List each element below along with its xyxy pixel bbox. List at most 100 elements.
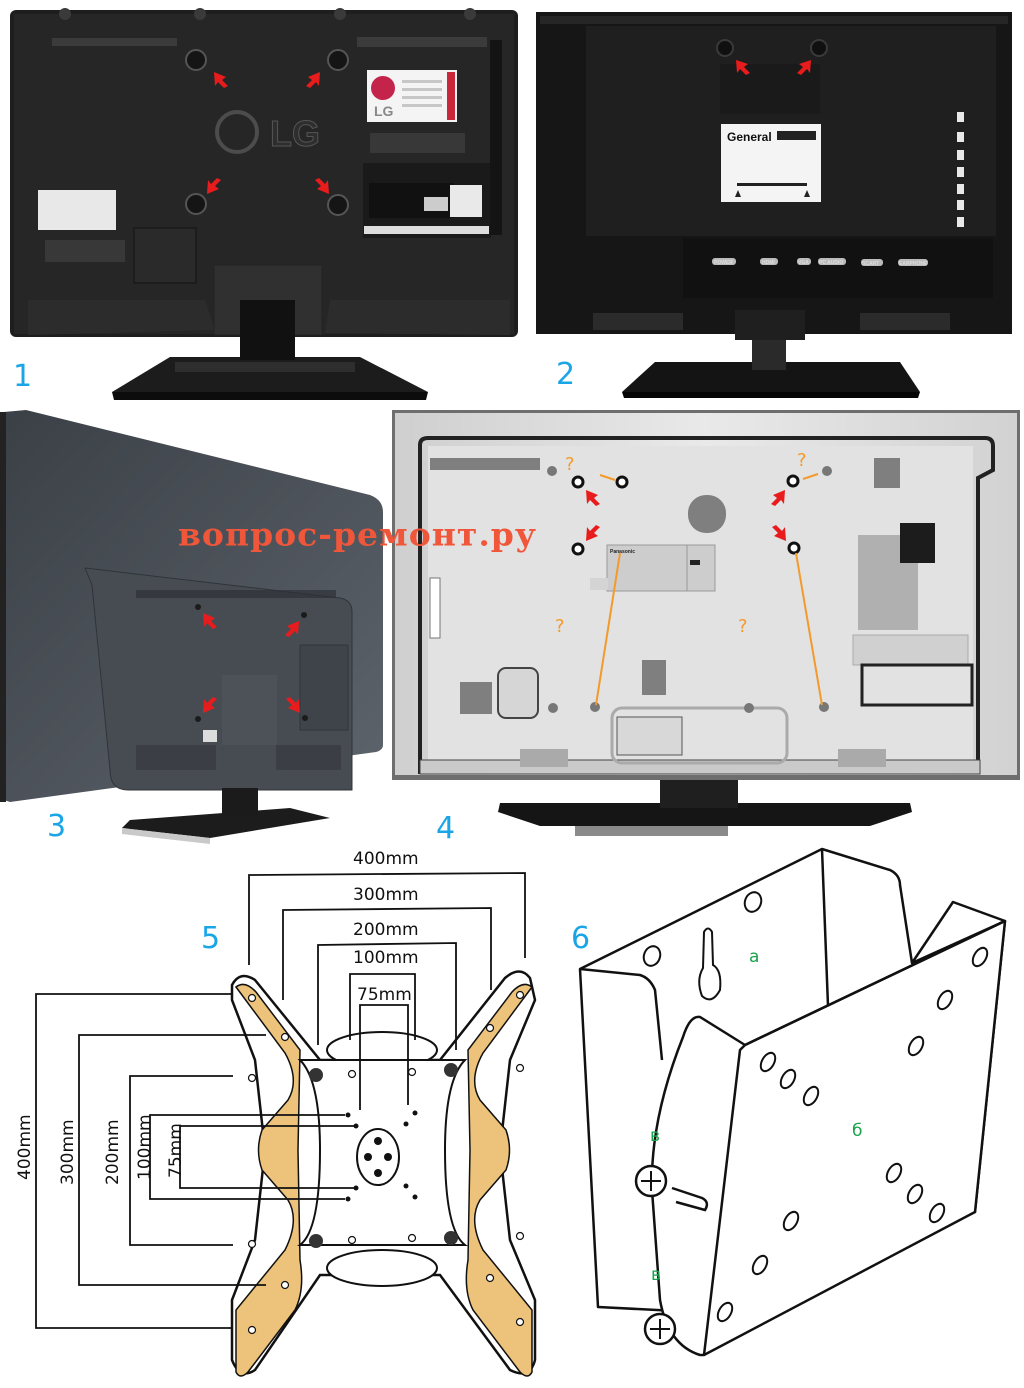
arrow-icon <box>214 72 228 88</box>
panel-4-panasonic-tv: Panasonic ? ? ? ? <box>392 410 1020 836</box>
svg-text:LG: LG <box>270 113 320 154</box>
port-panel <box>683 238 993 298</box>
svg-text:SCART: SCART <box>862 261 879 267</box>
vesa-holes <box>195 604 308 722</box>
vertical-dimension-lines <box>35 993 355 1329</box>
dim-h-300: 300mm <box>353 885 419 905</box>
dim-v-75: 75mm <box>166 1123 186 1178</box>
arrow-icon <box>306 72 320 88</box>
svg-text:Panasonic: Panasonic <box>610 549 635 555</box>
mount-hole <box>185 193 207 215</box>
alt-mount-hole <box>548 703 558 713</box>
tilt-knobs <box>634 1164 709 1346</box>
mount-hole <box>301 612 307 618</box>
site-watermark: вопрос-ремонт.ру <box>178 515 538 554</box>
mount-hole <box>716 39 734 57</box>
part-label-v-upper: в <box>650 1126 660 1146</box>
svg-text:VGA: VGA <box>798 260 809 266</box>
question-mark: ? <box>565 454 575 475</box>
panel-number-5: 5 <box>201 921 221 956</box>
mount-hole <box>810 39 828 57</box>
tv-stand-base <box>498 803 912 826</box>
lg-embossed-logo: LG <box>215 110 321 155</box>
tv-stand-neck <box>222 788 258 816</box>
mount-hole <box>571 542 585 556</box>
mount-hole <box>786 474 800 488</box>
pivot-disc <box>356 1128 400 1186</box>
horizontal-dimension-labels: 400mm 300mm 200mm 100mm 75mm <box>353 849 419 1005</box>
panel-number-1: 1 <box>13 359 33 394</box>
plate-arm-right <box>465 983 534 1377</box>
dim-v-100: 100mm <box>135 1114 155 1180</box>
mount-hole <box>787 541 801 555</box>
mount-hole <box>302 715 308 721</box>
alt-mount-hole <box>822 466 832 476</box>
tv-stand-base <box>122 808 330 838</box>
panel-number-3: 3 <box>47 809 67 844</box>
part-labels: а б в в <box>650 947 862 1285</box>
dim-v-300: 300mm <box>58 1119 78 1185</box>
svg-text:PC AUDIO: PC AUDIO <box>819 260 843 266</box>
arrow-icon <box>207 178 221 194</box>
mount-hole <box>195 716 201 722</box>
panasonic-rating-label: Panasonic <box>590 544 716 592</box>
mount-hole <box>327 194 349 216</box>
svg-text:HDMI: HDMI <box>762 260 775 266</box>
arrow-icon <box>203 697 217 713</box>
svg-text:EARPHONE: EARPHONE <box>899 261 928 267</box>
red-arrows <box>203 613 300 713</box>
arrow-icon <box>586 490 600 506</box>
port-labels: POWER HDMI VGA PC AUDIO SCART EARPHONE <box>712 258 928 267</box>
panel-number-6: 6 <box>571 921 591 956</box>
dim-v-400: 400mm <box>15 1114 35 1180</box>
question-mark: ? <box>555 616 565 637</box>
mount-hole <box>195 604 201 610</box>
alt-mount-hole <box>590 702 600 712</box>
panel-1-lg-tv: LG LG <box>10 8 518 400</box>
lg-energy-sticker: LG <box>367 70 457 122</box>
vesa-holes <box>185 49 349 216</box>
panel-2-general-tv: General POWER HDMI VGA PC AUDIO SCART EA… <box>536 12 1012 398</box>
dim-h-100: 100mm <box>353 948 419 968</box>
panel-number-2: 2 <box>556 357 576 392</box>
arrow-icon <box>586 525 600 541</box>
alt-mount-hole <box>547 466 557 476</box>
arrow-icon <box>736 60 750 75</box>
arrow-icon <box>771 490 785 506</box>
arrow-icon <box>315 178 329 194</box>
vesa-holes <box>547 466 832 713</box>
dim-h-75: 75mm <box>357 985 412 1005</box>
part-label-v-lower: в <box>651 1265 661 1285</box>
arrow-icon <box>772 525 786 541</box>
dim-h-400: 400mm <box>353 849 419 869</box>
red-arrows <box>207 72 329 194</box>
mount-hole <box>615 475 629 489</box>
red-arrows <box>736 60 811 75</box>
panel-number-4: 4 <box>436 811 456 846</box>
arrow-icon <box>286 697 300 713</box>
dim-v-200: 200mm <box>103 1119 123 1185</box>
mount-hole <box>185 49 207 71</box>
serial-label <box>38 190 116 230</box>
orange-annotations <box>595 473 823 706</box>
tv-stand-base <box>622 362 920 392</box>
keyhole-slot <box>698 927 722 1001</box>
question-mark: ? <box>738 616 748 637</box>
horizontal-dimension-lines <box>248 872 526 1110</box>
vertical-dimension-labels: 400mm 300mm 200mm 100mm 75mm <box>15 1114 186 1185</box>
mount-hole <box>327 49 349 71</box>
red-arrows <box>586 490 786 541</box>
arrow-icon <box>285 621 299 637</box>
panel-3-perspective-tv <box>0 410 383 844</box>
vesa-holes <box>716 39 828 57</box>
dim-h-200: 200mm <box>353 920 419 940</box>
general-sticker: General <box>721 124 821 202</box>
alt-mount-hole <box>744 703 754 713</box>
mount-hole <box>571 475 585 489</box>
arrow-icon <box>203 613 217 629</box>
svg-text:LG: LG <box>374 103 394 119</box>
part-label-b: б <box>852 1121 862 1141</box>
svg-text:General: General <box>727 130 772 144</box>
